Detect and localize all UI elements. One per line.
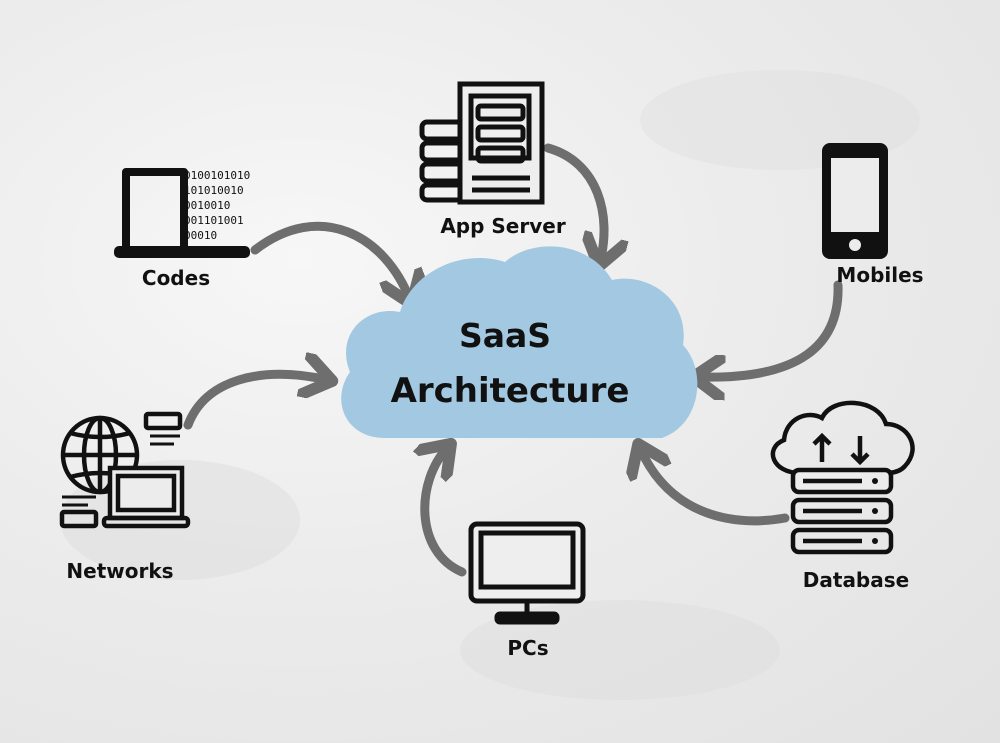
monitor-icon (468, 521, 586, 625)
node-database: Database (770, 400, 915, 592)
saas-title-line2: Architecture (391, 371, 630, 411)
saas-cloud: SaaS Architecture (341, 246, 698, 438)
binary-line-2: 101010010 (184, 184, 244, 197)
database-status-dots (872, 478, 878, 544)
laptop-icon (114, 168, 250, 258)
node-codes: 0100101010 101010010 0010010 001101001 0… (114, 168, 250, 290)
cloud-shape (341, 246, 698, 438)
node-networks: Networks (59, 411, 191, 583)
app-server-label: App Server (440, 214, 566, 238)
connector-arrows (183, 143, 843, 577)
database-label: Database (803, 568, 909, 592)
binary-line-4: 001101001 (184, 214, 244, 227)
node-app-server: App Server (419, 81, 566, 238)
server-icon (419, 81, 545, 205)
globe-network-icon (59, 411, 191, 529)
saas-title-line1: SaaS (459, 316, 551, 355)
binary-code-block: 0100101010 101010010 0010010 001101001 0… (184, 169, 250, 242)
arrow-networks-to-saas (183, 374, 328, 430)
arrow-codes-to-saas (250, 221, 410, 300)
arrow-database-to-saas (640, 448, 790, 526)
smartphone-icon (822, 143, 888, 259)
binary-line-1: 0100101010 (184, 169, 250, 182)
network-lines-icon (62, 434, 180, 507)
binary-line-5: 00010 (184, 229, 217, 242)
networks-label: Networks (66, 559, 173, 583)
mobiles-label: Mobiles (836, 263, 923, 287)
cloud-database-icon (770, 400, 915, 555)
arrow-mobiles-to-saas (698, 280, 843, 377)
node-pcs: PCs (468, 521, 586, 660)
pcs-label: PCs (507, 636, 548, 660)
node-mobiles: Mobiles (822, 143, 924, 287)
arrow-appserver-to-saas (543, 143, 604, 262)
codes-label: Codes (142, 266, 210, 290)
arrow-pcs-to-saas (425, 447, 467, 577)
binary-line-3: 0010010 (184, 199, 230, 212)
